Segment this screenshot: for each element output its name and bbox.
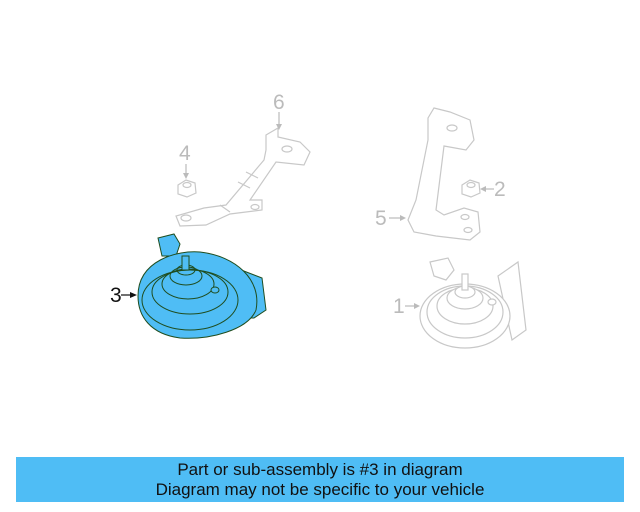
callout-4: 4	[179, 142, 191, 179]
callout-3: 3	[110, 284, 137, 307]
bracket-part-6	[175, 126, 311, 227]
nut-part-2	[461, 179, 481, 198]
callout-6: 6	[273, 91, 285, 130]
svg-text:1: 1	[393, 295, 405, 318]
banner-line-disclaimer: Diagram may not be specific to your vehi…	[155, 479, 485, 499]
info-banner: Part or sub-assembly is #3 in diagram Di…	[16, 457, 624, 502]
nut-part-4	[177, 179, 197, 198]
svg-text:5: 5	[375, 207, 387, 230]
parts-diagram: 6 4 5 2	[110, 91, 527, 349]
horn-part-1	[419, 257, 527, 349]
callout-2: 2	[480, 178, 506, 201]
bracket-part-5	[407, 107, 481, 241]
svg-text:4: 4	[179, 142, 191, 165]
callout-1: 1	[393, 295, 420, 318]
svg-text:3: 3	[110, 284, 122, 307]
horn-part-3[interactable]	[137, 233, 267, 339]
svg-text:2: 2	[494, 178, 506, 201]
banner-line-part-number: Part or sub-assembly is #3 in diagram	[177, 459, 463, 479]
svg-text:6: 6	[273, 91, 285, 114]
callout-5: 5	[375, 207, 406, 230]
